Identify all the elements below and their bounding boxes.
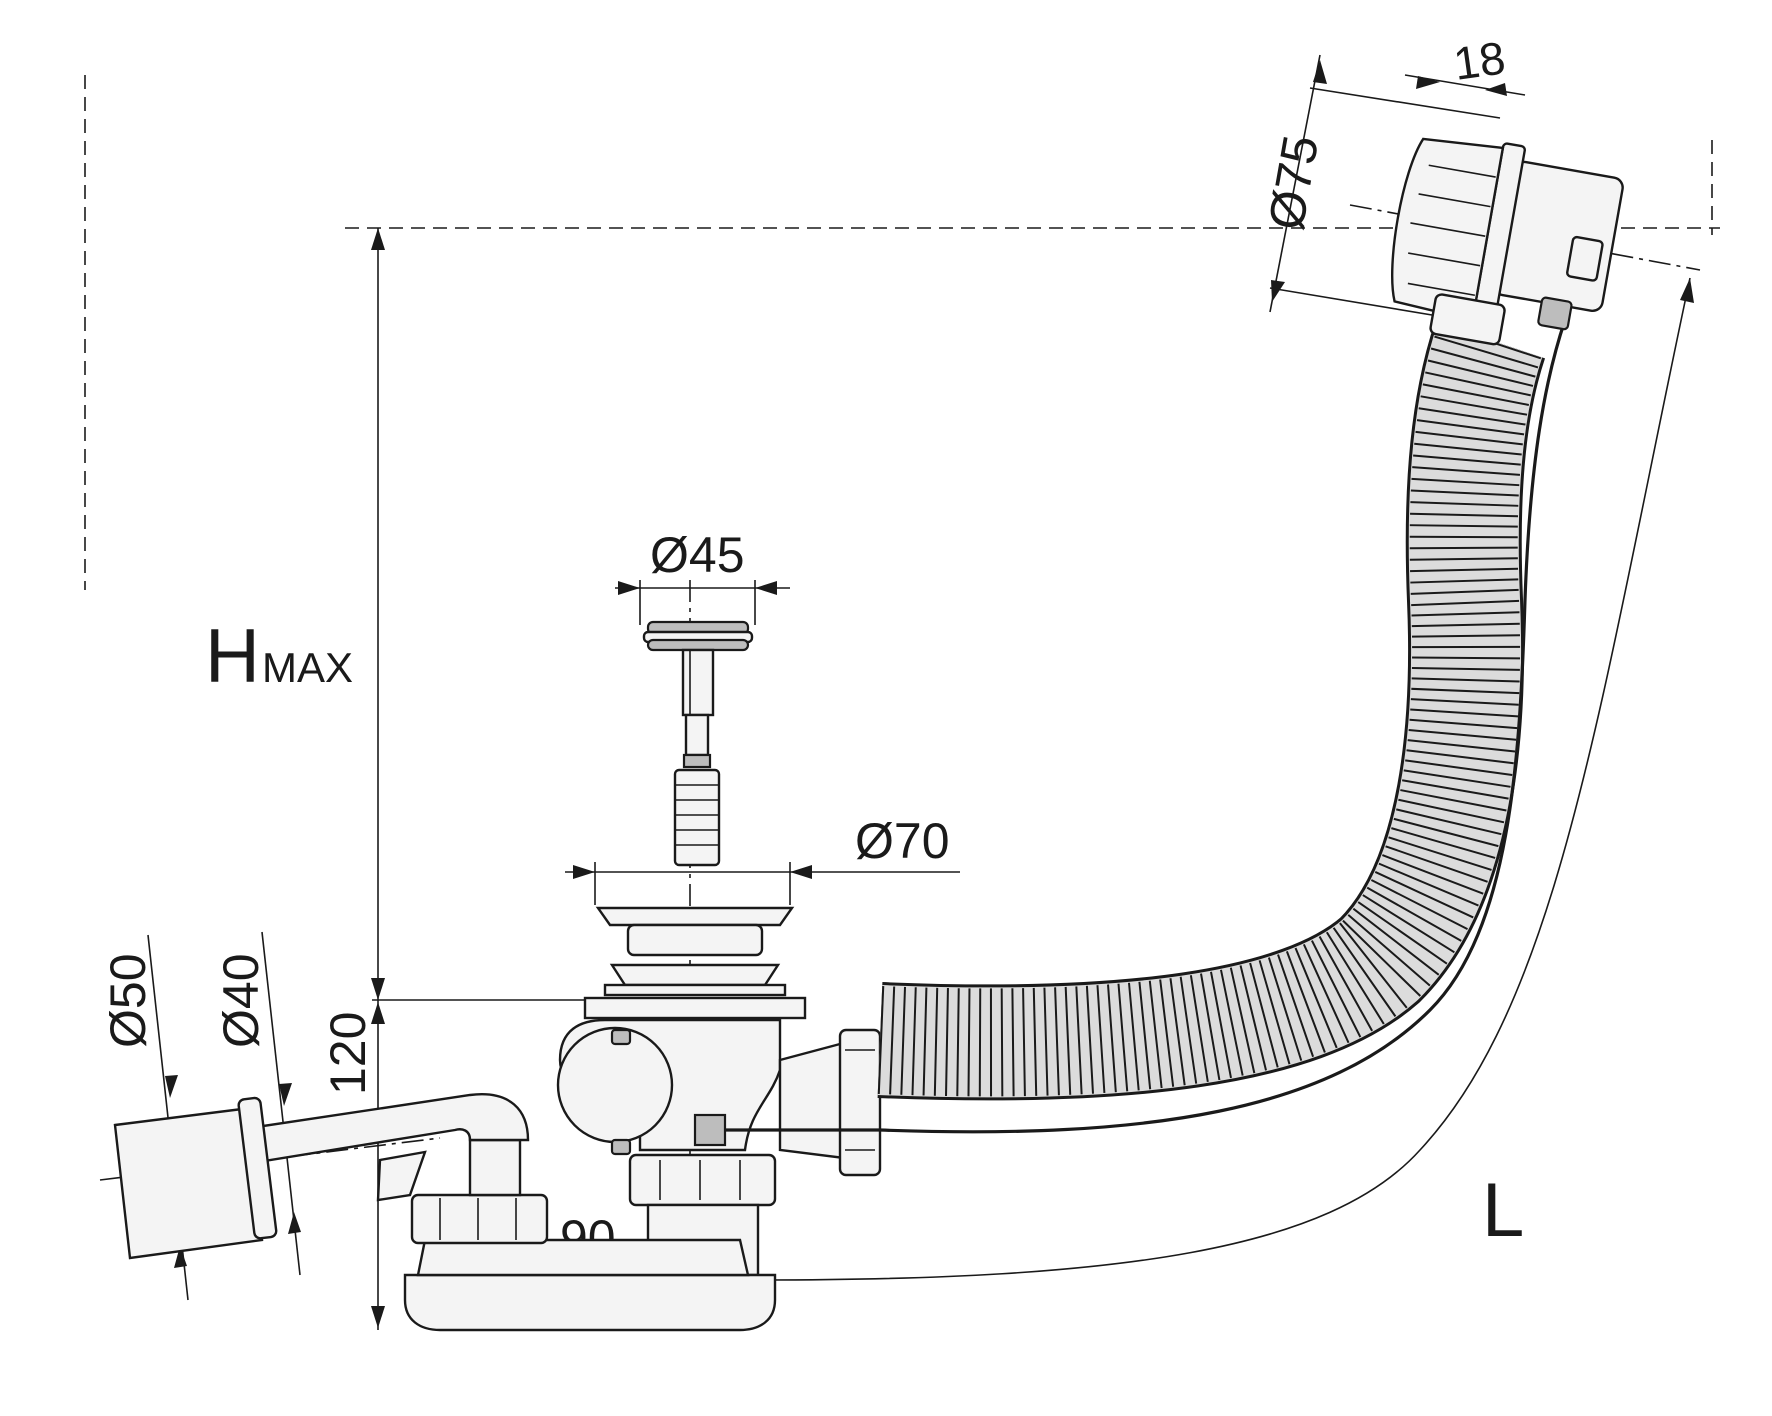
hmax-subscript: MAX [262,644,353,691]
drain-diameter-dimension: Ø70 [565,813,960,905]
siphon-trap [113,1093,777,1332]
d45-label: Ø45 [650,527,745,583]
d50-label: Ø50 [100,953,156,1048]
outlet-diameter-dimensions: Ø50 Ø40 [100,931,301,1301]
hmax-label: H [205,614,260,699]
stopper-assembly [642,620,754,867]
d70-label: Ø70 [855,813,950,869]
d40-label: Ø40 [213,953,269,1048]
length-dimension: L [759,277,1694,1281]
h120-label: 120 [320,1012,376,1095]
height-120-dimension: 120 [320,999,595,1330]
hmax-dimension: H MAX [205,228,385,1000]
d75-label: Ø75 [1258,131,1330,234]
stopper-diameter-dimension: Ø45 [615,527,790,625]
length-label: L [1482,1168,1524,1253]
w18-label: 18 [1450,31,1508,90]
connector-tube [693,1028,882,1177]
overflow-head [1391,137,1624,346]
corrugated-hose [877,319,1567,1134]
